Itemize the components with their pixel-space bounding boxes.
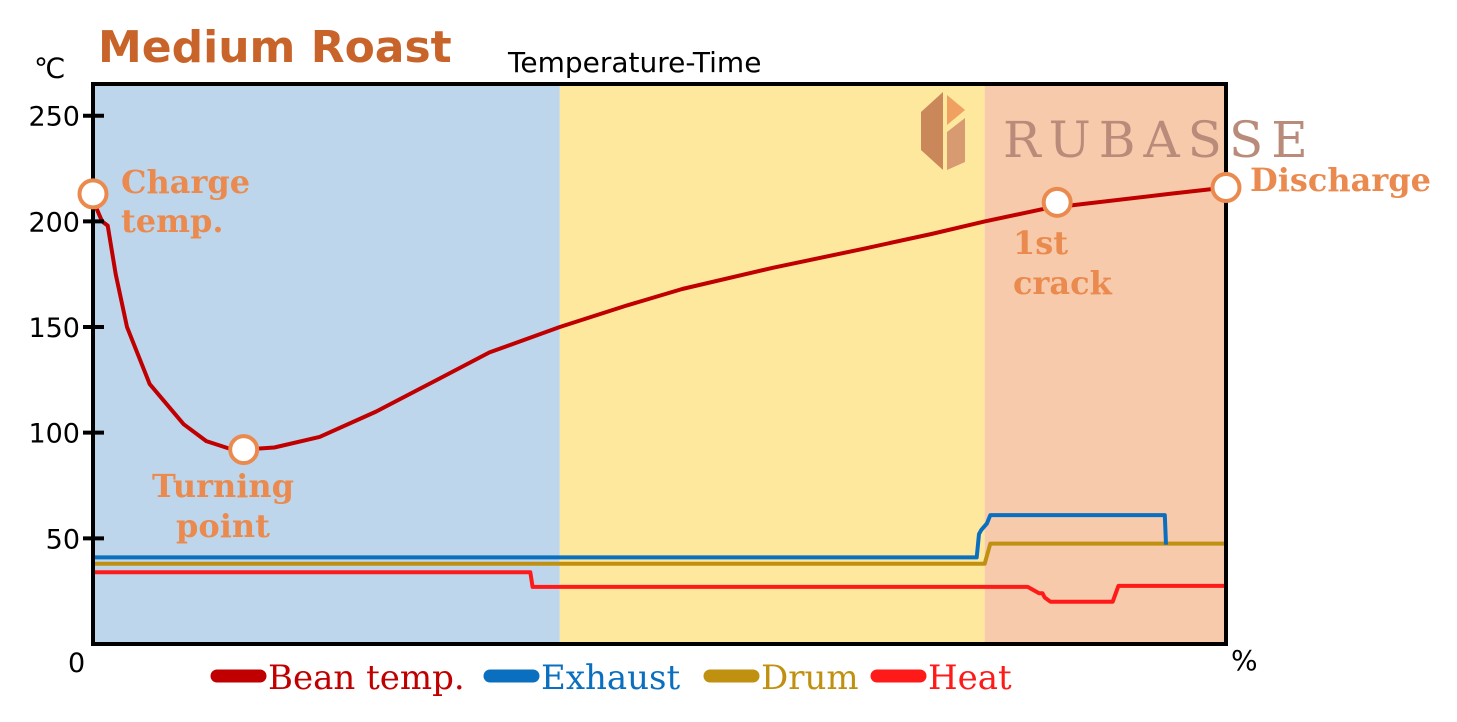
y-axis-unit: ℃ <box>34 52 65 85</box>
x-axis-unit: % <box>1231 644 1258 677</box>
origin-label: 0 <box>68 648 85 679</box>
brand-logo: RUBASSE <box>921 92 1316 170</box>
brand-logo-icon <box>921 92 965 170</box>
chart-title: Medium Roast <box>98 22 452 73</box>
y-tick-label-250: 250 <box>28 102 80 133</box>
series-lines <box>91 185 1227 604</box>
legend-label-drum: Drum <box>761 658 859 698</box>
phase-band-3 <box>984 84 1226 644</box>
legend-label-heat: Heat <box>928 658 1012 698</box>
phase-band-2 <box>559 84 985 644</box>
marker-1st-crack <box>1041 186 1073 218</box>
legend-label-bean-temp: Bean temp. <box>268 658 465 698</box>
y-tick-label-150: 150 <box>28 313 80 344</box>
y-tick-label-100: 100 <box>28 419 80 450</box>
legend: Bean temp. Exhaust Drum Heat <box>210 658 1012 698</box>
brand-logo-text: RUBASSE <box>1003 111 1316 169</box>
marker-turning-point <box>228 434 260 466</box>
plot-frame <box>91 82 1228 646</box>
legend-label-exhaust: Exhaust <box>541 658 681 698</box>
marker-charge-temp <box>77 178 109 210</box>
series-line-exhaust <box>93 513 1168 560</box>
series-line-bean-temp <box>91 185 1227 452</box>
marker-discharge <box>1210 172 1242 204</box>
series-line-drum <box>93 541 1226 566</box>
phase-band-1 <box>93 84 560 644</box>
roast-phase-bands <box>93 84 1226 644</box>
series-line-heat <box>93 570 1226 604</box>
y-tick-label-50: 50 <box>46 524 80 555</box>
chart-subtitle: Temperature-Time <box>507 46 761 79</box>
annotation-discharge: Discharge <box>1250 161 1431 199</box>
y-axis: 50 100 150 200 250 <box>28 102 104 555</box>
y-tick-label-200: 200 <box>28 207 80 238</box>
